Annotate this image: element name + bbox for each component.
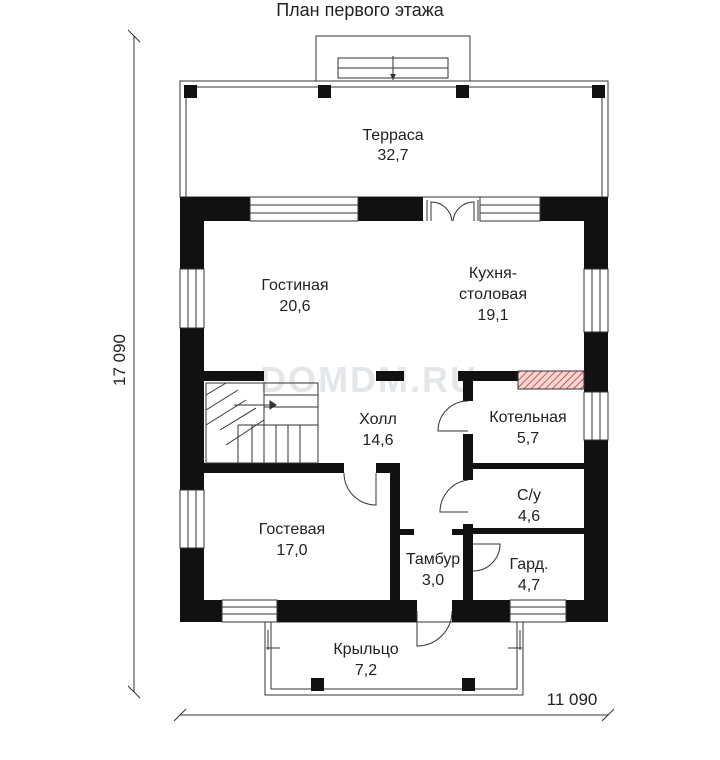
width-dimension: 11 090 <box>547 690 598 709</box>
room-area-porch: 7,2 <box>355 662 377 679</box>
doors <box>343 200 501 647</box>
height-dimension: 17 090 <box>110 334 129 386</box>
windows <box>179 196 609 623</box>
room-area-living: 20,6 <box>279 298 310 315</box>
room-area-hall: 14,6 <box>362 432 393 449</box>
staircase <box>205 382 319 464</box>
room-area-bath: 4,6 <box>518 508 540 525</box>
dimension-lines <box>127 29 615 722</box>
room-area-guest: 17,0 <box>276 542 307 559</box>
room-area-kitchen: 19,1 <box>477 307 508 324</box>
porch-structure <box>264 621 524 696</box>
room-name-boiler: Котельная <box>489 409 566 426</box>
room-area-boiler: 5,7 <box>517 430 539 447</box>
room-name-bath: С/у <box>517 487 541 504</box>
room-area-wardrobe: 4,7 <box>518 577 540 594</box>
terrace-structure <box>179 35 609 198</box>
room-area-vestibule: 3,0 <box>422 572 444 589</box>
room-name-kitchen-1: Кухня- <box>469 265 517 282</box>
room-name-living: Гостиная <box>261 277 328 294</box>
room-name-vestibule: Тамбур <box>406 551 460 568</box>
room-name-kitchen-2: столовая <box>459 286 527 303</box>
room-area-terrace: 32,7 <box>377 147 408 164</box>
watermark: DOMDM.RU <box>260 359 478 400</box>
room-name-terrace: Терраса <box>362 127 423 144</box>
exterior-walls <box>180 197 608 622</box>
room-name-wardrobe: Гард. <box>510 556 549 573</box>
chimney <box>517 370 585 390</box>
interior-walls <box>204 371 584 600</box>
room-name-porch: Крыльцо <box>333 641 398 658</box>
room-name-hall: Холл <box>359 411 397 428</box>
room-name-guest: Гостевая <box>259 521 325 538</box>
room-labels: Терраса 32,7 Гостиная 20,6 Кухня- столов… <box>259 127 567 679</box>
plan-title: План первого этажа <box>276 0 444 20</box>
